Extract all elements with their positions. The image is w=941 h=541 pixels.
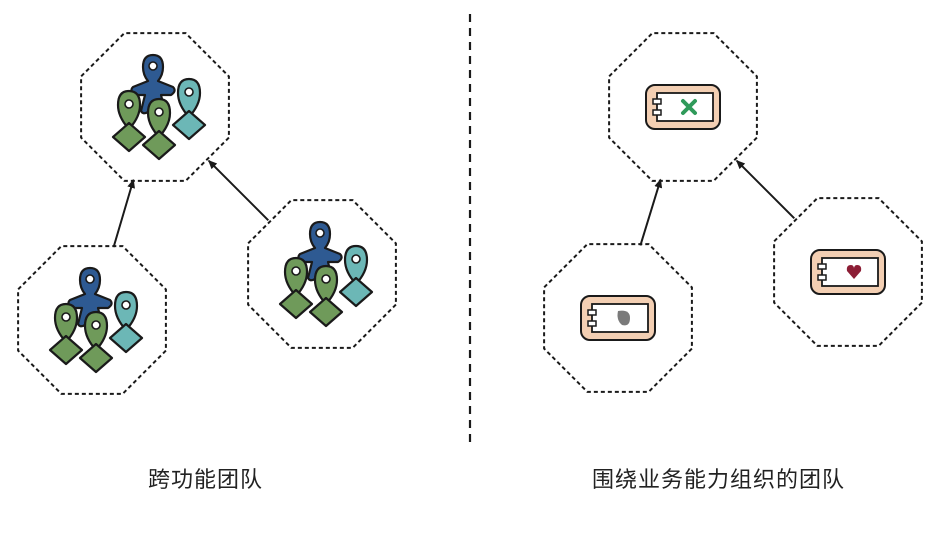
team-bottom-right-people-group-icon [278, 220, 374, 328]
team-bottom-right-green-person-icon-a [278, 256, 314, 320]
caption-business-capability-teams: 围绕业务能力组织的团队 [592, 468, 846, 493]
team-bottom-right-green-person-icon-b [308, 264, 344, 328]
team-top-green-person-icon-a [111, 89, 147, 153]
component-bottom-right-heart-glyph-icon [846, 265, 862, 279]
component-top-x-glyph-icon [681, 99, 697, 115]
component-top-component-box-icon [645, 84, 721, 130]
component-bottom-left-blob-glyph-icon [617, 310, 630, 326]
caption-cross-functional-teams: 跨功能团队 [148, 468, 264, 493]
team-top-teal-person-icon [171, 77, 207, 141]
team-bottom-right-teal-person-icon [338, 244, 374, 308]
arrow-icon-component-bottom-right-to-component-top [735, 159, 796, 220]
team-bottom-left-green-person-icon-b [78, 310, 114, 374]
arrow-icon-team-bottom-right-to-team-top [207, 159, 270, 222]
team-bottom-left-teal-person-icon [108, 290, 144, 354]
team-bottom-left-green-person-icon-a [48, 302, 84, 366]
team-bottom-left-octagon [17, 245, 167, 395]
arrow-icon-component-bottom-left-to-component-top [639, 178, 663, 246]
component-bottom-right-octagon [773, 197, 923, 347]
team-top-octagon [80, 32, 230, 182]
arrow-icon-team-bottom-left-to-team-top [112, 178, 135, 248]
team-bottom-right-octagon [247, 199, 397, 349]
component-top-octagon [608, 32, 758, 182]
component-bottom-left-octagon [543, 243, 693, 393]
team-top-green-person-icon-b [141, 97, 177, 161]
component-bottom-left-component-box-icon [580, 295, 656, 341]
team-top-people-group-icon [111, 53, 207, 161]
team-bottom-left-people-group-icon [48, 266, 144, 374]
component-bottom-right-component-box-icon [810, 249, 886, 295]
